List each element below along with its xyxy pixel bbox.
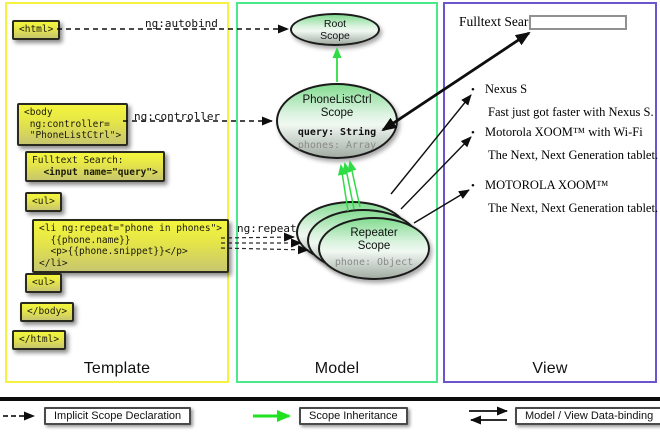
root-scope-ellipse: Root Scope bbox=[290, 13, 380, 46]
view-item-desc: Fast just got faster with Nexus S. bbox=[488, 105, 654, 119]
phonelistctrl-prop-phones: phones: Array bbox=[297, 140, 377, 151]
fulltext-code-line1: Fulltext Search: bbox=[32, 155, 124, 166]
phonelistctrl-scope-ellipse: PhoneListCtrl Scope query: String phones… bbox=[276, 83, 398, 159]
view-item-title: • Nexus S bbox=[471, 82, 527, 97]
code-box-li-repeat: <li ng:repeat="phone in phones"> {{phone… bbox=[32, 219, 230, 273]
code-box-body-close: </body> bbox=[20, 302, 75, 322]
view-item-desc: The Next, Next Generation tablet. bbox=[488, 201, 659, 215]
ng-controller-label: ng:controller bbox=[134, 110, 221, 123]
legend-divider bbox=[0, 397, 660, 401]
ng-autobind-label: ng:autobind bbox=[145, 17, 218, 30]
view-item-title-text: MOTOROLA XOOM™ bbox=[485, 178, 609, 192]
repeater-prop-phone: phone: Object bbox=[334, 257, 414, 268]
view-item-title: • MOTOROLA XOOM™ bbox=[471, 178, 609, 193]
view-item-title-text: Motorola XOOM™ with Wi-Fi bbox=[485, 125, 643, 139]
view-column-label: View bbox=[532, 360, 568, 377]
fulltext-code-line2: <input name="query"> bbox=[32, 166, 158, 178]
code-box-html-open: <html> bbox=[12, 20, 61, 40]
view-item-desc: The Next, Next Generation tablet. bbox=[488, 148, 659, 162]
view-item-title: • Motorola XOOM™ with Wi-Fi bbox=[471, 125, 643, 140]
phonelistctrl-prop-query: query: String bbox=[297, 127, 377, 138]
legend-implicit-scope-box: Implicit Scope Declaration bbox=[44, 407, 192, 425]
view-search-label: Fulltext Search: bbox=[459, 14, 545, 29]
view-item-title-text: Nexus S bbox=[485, 82, 528, 96]
code-box-body-open: <body ng:controller= "PhoneListCtrl"> bbox=[17, 103, 129, 146]
root-scope-title: Root Scope bbox=[320, 18, 350, 42]
template-column-frame bbox=[5, 2, 229, 383]
bullet-icon: • bbox=[471, 127, 475, 139]
bullet-icon: • bbox=[471, 180, 475, 192]
template-column-label: Template bbox=[83, 360, 151, 377]
ng-repeat-label: ng:repeat bbox=[237, 222, 297, 235]
legend-scope-inheritance-box: Scope Inheritance bbox=[299, 407, 408, 425]
code-box-html-close: </html> bbox=[12, 330, 67, 350]
code-box-ul-close: <ul> bbox=[25, 273, 62, 293]
bullet-icon: • bbox=[471, 84, 475, 96]
model-column-frame bbox=[236, 2, 438, 383]
phonelistctrl-scope-title: PhoneListCtrl Scope bbox=[302, 94, 372, 119]
legend-data-binding-box: Model / View Data-binding bbox=[515, 407, 660, 425]
code-box-ul-open: <ul> bbox=[25, 192, 62, 212]
view-search-input[interactable] bbox=[529, 15, 627, 30]
repeater-scope-title: Repeater Scope bbox=[350, 227, 398, 252]
repeater-scope-ellipse-front: Repeater Scope phone: Object bbox=[318, 217, 430, 280]
code-box-fulltext-input: Fulltext Search: <input name="query"> bbox=[25, 151, 165, 182]
model-column-label: Model bbox=[314, 360, 360, 377]
